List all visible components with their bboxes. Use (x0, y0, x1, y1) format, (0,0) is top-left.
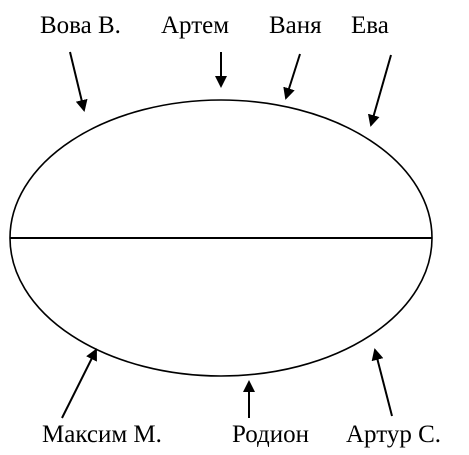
label-maksim: Максим М. (42, 421, 162, 448)
arrow-artur (371, 348, 393, 417)
label-vanya: Ваня (269, 12, 322, 39)
arrow-vova (69, 51, 88, 112)
label-eva: Ева (351, 12, 389, 39)
label-rodion: Родион (232, 421, 310, 448)
arrow-vanya (283, 53, 301, 100)
label-artur: Артур С. (346, 421, 441, 448)
label-vova: Вова В. (40, 12, 121, 39)
label-artem: Артем (161, 12, 230, 39)
arrow-eva (367, 54, 392, 127)
arrow-maksim (61, 348, 97, 419)
